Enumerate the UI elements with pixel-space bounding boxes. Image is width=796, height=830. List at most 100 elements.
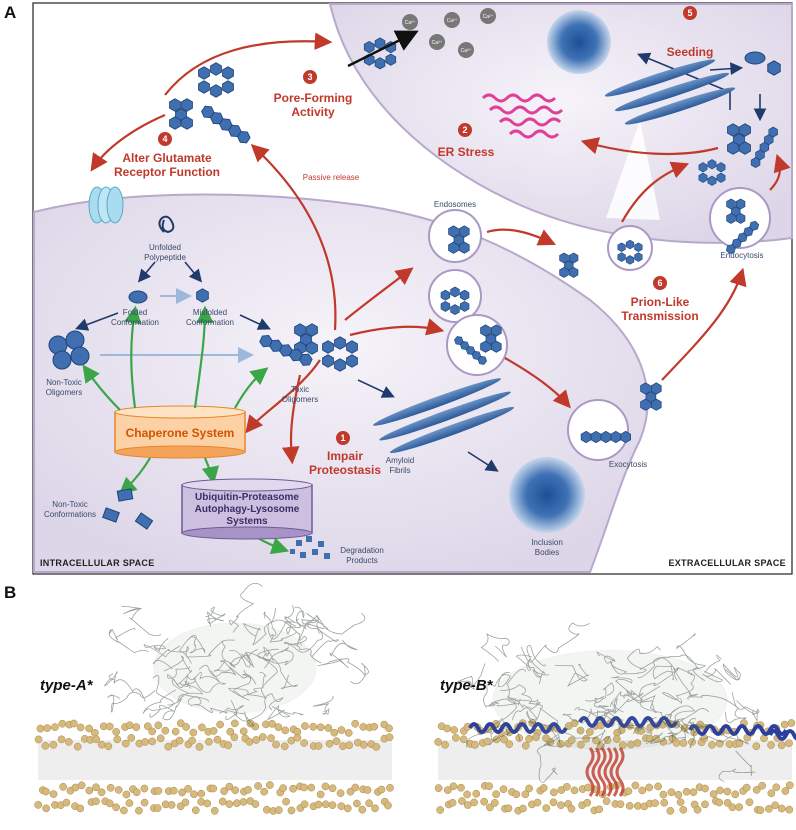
green-to-ups — [201, 457, 220, 485]
label-type-a: type-A* — [40, 677, 94, 694]
monomer-hex — [767, 60, 781, 76]
label-nontoxic-conf-1: Non-Toxic — [52, 500, 88, 509]
label-nontoxic-olig-1: Non-Toxic — [46, 378, 82, 387]
arrow-to-toxic — [239, 314, 271, 330]
arrow-to-endocytosis — [661, 267, 747, 381]
glutamate-receptor-icon — [88, 186, 124, 224]
label-nontoxic-olig-2: Oligomers — [46, 388, 82, 397]
arrow-to-er-stress — [580, 137, 719, 156]
amyloid-fibrils — [373, 378, 515, 454]
arrow-endosome-out — [486, 228, 556, 246]
fibrils-extracellular — [604, 59, 736, 125]
label-er-stress: ER Stress — [438, 145, 495, 159]
panel-label-a: A — [4, 3, 16, 22]
label-seeding: Seeding — [667, 45, 714, 59]
label-nontoxic-conf-2: Conformations — [44, 510, 96, 519]
arrow-to-chaperone — [245, 359, 321, 434]
label-impair-1: Impair — [327, 449, 363, 463]
arrow-to-nontoxic — [75, 312, 119, 331]
svg-text:Ca²⁺: Ca²⁺ — [432, 40, 443, 46]
panel-label-b: B — [4, 583, 16, 602]
ups-system: Ubiquitin-Proteasome Autophagy-Lysosome … — [181, 478, 313, 540]
svg-text:5: 5 — [687, 8, 692, 18]
svg-text:Ca²⁺: Ca²⁺ — [483, 14, 494, 20]
label-degradation-2: Products — [346, 556, 378, 565]
svg-text:1: 1 — [340, 433, 345, 443]
exocytosis-chain — [581, 431, 630, 442]
inclusion-body-extracellular — [547, 10, 611, 74]
label-type-b: type-B* — [440, 677, 494, 694]
non-toxic-conformations-icon — [102, 488, 154, 530]
unfolded-polypeptide-icon — [158, 215, 175, 234]
exocytosis-pocket — [567, 399, 629, 461]
arrow-to-pore — [164, 32, 333, 96]
label-inclusion-2: Bodies — [535, 548, 559, 557]
green-to-nontoxic — [82, 364, 121, 411]
arrow-to-misfolded — [184, 261, 203, 283]
degradation-products-icon — [290, 536, 330, 559]
label-glutamate-2: Receptor Function — [114, 165, 220, 179]
er-stress-fibril — [481, 93, 564, 139]
label-folded-2: Conformation — [111, 318, 159, 327]
green-to-toxic — [234, 367, 269, 409]
label-prion-1: Prion-Like — [631, 295, 690, 309]
inclusion-body — [509, 457, 585, 533]
calcium-ions: Ca²⁺ Ca²⁺ Ca²⁺ Ca²⁺ Ca²⁺ — [402, 8, 496, 58]
label-intracellular: INTRACELLULAR SPACE — [40, 558, 155, 568]
svg-text:Systems: Systems — [226, 516, 268, 527]
calcium-influx-arrow — [347, 30, 419, 68]
misfolded-icon — [196, 288, 209, 303]
label-pore-1: Pore-Forming — [274, 91, 353, 105]
green-to-misfolded — [193, 305, 214, 409]
label-glutamate-1: Alter Glutamate — [122, 151, 212, 165]
step-badges: 3 4 5 2 1 6 — [158, 6, 697, 445]
arrow-to-seeding — [621, 161, 690, 223]
label-impair-2: Proteostasis — [309, 463, 381, 477]
label-misfolded-2: Conformation — [186, 318, 234, 327]
label-misfolded-1: Misfolded — [193, 308, 227, 317]
arrow-to-endosome — [344, 267, 414, 321]
label-amyloid-2: Fibrils — [389, 466, 410, 475]
svg-text:Autophagy-Lysosome: Autophagy-Lysosome — [195, 504, 300, 515]
green-to-folded — [124, 305, 142, 409]
label-endosomes: Endosomes — [434, 200, 476, 209]
arrow-to-folded — [137, 261, 156, 283]
label-unfolded-2: Polypeptide — [144, 253, 186, 262]
arrow-to-vesicle — [349, 318, 445, 337]
folded-icon — [128, 290, 148, 304]
label-toxic-olig-1: Toxic — [291, 385, 309, 394]
membrane-simulation-b: type-B* — [434, 612, 796, 828]
seeding-arrow-3 — [709, 62, 744, 76]
label-passive-release: Passive release — [303, 173, 360, 182]
chaperone-system: Chaperone System — [114, 405, 246, 459]
zoom-cone — [606, 120, 660, 220]
monomer-ellipse — [744, 51, 766, 65]
arrow-to-inclusion — [467, 451, 499, 472]
arrow-to-glutamate — [90, 113, 166, 172]
arrow-to-exocytosis — [504, 357, 571, 409]
arrow-to-proteostasis — [281, 374, 302, 465]
svg-text:Ca²⁺: Ca²⁺ — [461, 48, 472, 54]
label-extracellular: EXTRACELLULAR SPACE — [668, 558, 786, 568]
label-unfolded-1: Unfolded — [149, 243, 181, 252]
label-exocytosis: Exocytosis — [609, 460, 647, 469]
label-amyloid-1: Amyloid — [386, 456, 414, 465]
svg-text:Ca²⁺: Ca²⁺ — [447, 18, 458, 24]
membrane-simulation-a: type-A* — [34, 582, 394, 828]
label-degradation-1: Degradation — [340, 546, 384, 555]
svg-text:4: 4 — [162, 134, 167, 144]
svg-text:Ca²⁺: Ca²⁺ — [405, 20, 416, 26]
label-inclusion-1: Inclusion — [531, 538, 563, 547]
label-endocytosis: Endocytosis — [720, 251, 763, 260]
label-folded-1: Folded — [123, 308, 147, 317]
label-pore-2: Activity — [291, 105, 335, 119]
svg-text:2: 2 — [462, 125, 467, 135]
arrow-endocytosis-up — [769, 153, 791, 191]
non-toxic-oligomers-icon — [48, 330, 90, 370]
arrow-to-fibrils — [357, 379, 395, 398]
svg-text:6: 6 — [657, 278, 662, 288]
svg-text:Ubiquitin-Proteasome: Ubiquitin-Proteasome — [195, 492, 299, 503]
svg-text:3: 3 — [307, 72, 312, 82]
